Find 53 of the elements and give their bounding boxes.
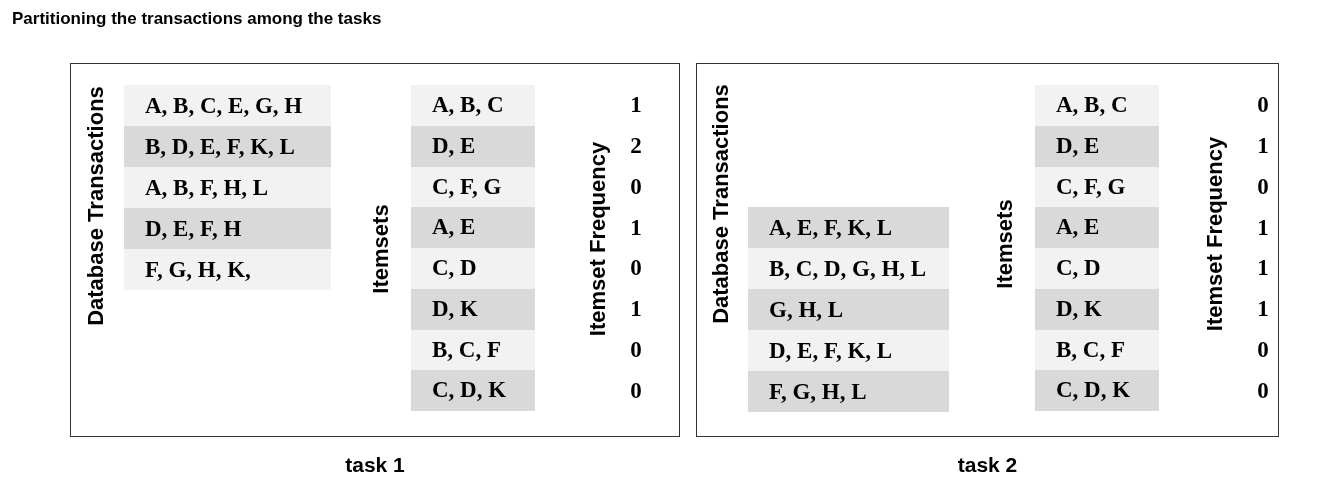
itemset-row: C, F, G (411, 166, 535, 208)
task-panel (696, 63, 1279, 437)
frequency-value: 1 (1257, 297, 1269, 322)
transaction-row: F, G, H, K, (124, 249, 331, 290)
frequency-value: 1 (1257, 134, 1269, 159)
frequency-value: 0 (630, 174, 642, 199)
diagram-title: Partitioning the transactions among the tasks (12, 9, 382, 29)
transaction-row: B, C, D, G, H, L (748, 248, 949, 289)
itemset-row: D, K (411, 288, 535, 330)
itemset-row: B, C, F (411, 329, 535, 371)
frequency-value: 1 (630, 93, 642, 118)
frequency-value: 1 (1257, 256, 1269, 281)
transaction-row: G, H, L (748, 289, 949, 330)
itemset-row: B, C, F (1035, 329, 1159, 371)
transaction-row: D, E, F, K, L (748, 330, 949, 371)
transaction-row: A, B, C, E, G, H (124, 85, 331, 126)
itemset-row: C, F, G (1035, 166, 1159, 208)
transaction-row: B, D, E, F, K, L (124, 126, 331, 167)
itemset-row: D, E (411, 125, 535, 167)
frequency-value: 1 (630, 215, 642, 240)
itemset-row: C, D (411, 248, 535, 289)
frequency-value: 0 (1257, 378, 1269, 403)
column-heading: Itemset Frequency (1203, 136, 1227, 332)
frequency-value: 2 (630, 134, 642, 159)
itemset-row: A, B, C (1035, 85, 1159, 126)
transaction-row: F, G, H, L (748, 371, 949, 412)
column-heading: Itemsets (369, 204, 393, 294)
itemset-row: D, K (1035, 288, 1159, 330)
transaction-row: A, E, F, K, L (748, 207, 949, 248)
frequency-value: 0 (630, 337, 642, 362)
itemset-row: A, E (1035, 207, 1159, 248)
itemset-row: C, D, K (411, 370, 535, 411)
column-heading: Itemsets (993, 199, 1017, 289)
frequency-value: 0 (630, 378, 642, 403)
itemset-row: C, D (1035, 248, 1159, 289)
itemset-row: A, E (411, 207, 535, 248)
column-heading: Itemset Frequency (586, 141, 610, 337)
task-panel (70, 63, 680, 437)
frequency-value: 0 (1257, 174, 1269, 199)
frequency-value: 1 (1257, 215, 1269, 240)
panel-caption: task 2 (957, 453, 1018, 477)
frequency-value: 0 (1257, 93, 1269, 118)
frequency-value: 0 (1257, 337, 1269, 362)
column-heading: Database Transactions (84, 86, 108, 326)
itemset-row: C, D, K (1035, 370, 1159, 411)
panel-caption: task 1 (345, 453, 405, 477)
transaction-row: D, E, F, H (124, 208, 331, 249)
itemset-row: A, B, C (411, 85, 535, 126)
column-heading: Database Transactions (709, 84, 733, 324)
transaction-row: A, B, F, H, L (124, 167, 331, 208)
frequency-value: 1 (630, 297, 642, 322)
itemset-row: D, E (1035, 125, 1159, 167)
frequency-value: 0 (630, 256, 642, 281)
